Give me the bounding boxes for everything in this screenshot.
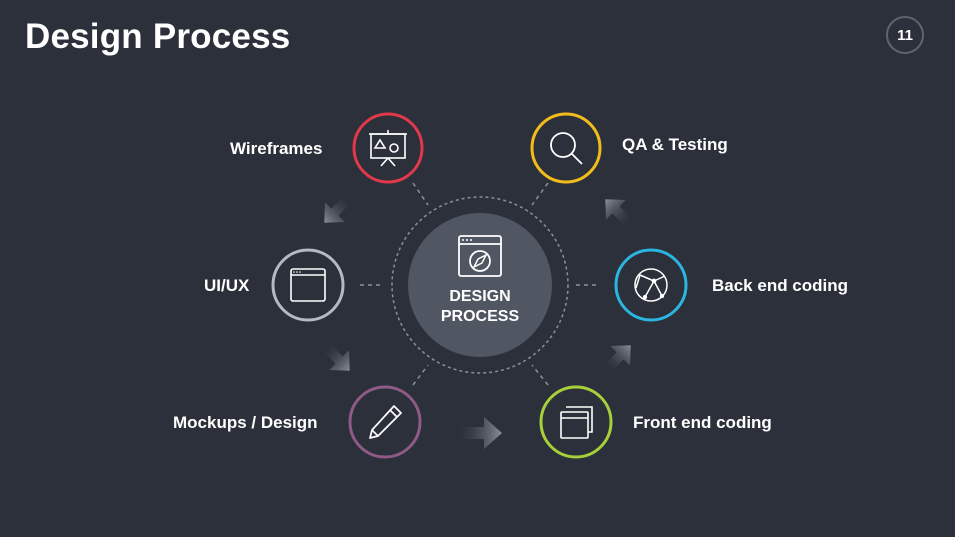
label-wireframes: Wireframes <box>230 139 323 158</box>
label-frontend-coding: Front end coding <box>633 413 772 432</box>
center-label: DESIGN PROCESS <box>410 287 550 327</box>
slide-title: Design Process <box>25 17 291 56</box>
node-qa-testing <box>530 112 602 184</box>
node-backend-coding <box>614 248 688 322</box>
arrow-backend-to-qa <box>605 199 633 227</box>
node-wireframes <box>352 112 424 184</box>
connector-lines <box>360 182 600 386</box>
presentation-board-icon <box>369 130 407 167</box>
browser-compass-icon <box>458 235 502 277</box>
arrow-uiux-to-mockups <box>322 343 350 371</box>
browser-window-icon <box>290 268 326 302</box>
center-label-line2: PROCESS <box>440 308 520 325</box>
flow-arrows <box>322 195 633 449</box>
center-label-line1: DESIGN <box>449 288 511 305</box>
center-hub <box>408 213 552 357</box>
label-backend-coding: Back end coding <box>712 276 849 295</box>
arrow-frontend-to-backend <box>603 345 631 373</box>
dashed-ring <box>391 196 569 374</box>
node-uiux <box>271 248 345 322</box>
globe-network-icon <box>634 268 668 302</box>
label-qa-testing: QA & Testing <box>622 135 728 154</box>
node-frontend-coding <box>539 385 613 459</box>
label-uiux: UI/UX <box>204 276 250 295</box>
stacked-windows-icon <box>560 406 593 439</box>
pencil-icon <box>369 405 402 439</box>
page-number-badge: 11 <box>886 16 924 54</box>
arrow-wireframes-to-uiux <box>324 195 352 223</box>
node-mockups-design <box>348 385 422 459</box>
label-mockups-design: Mockups / Design <box>173 413 318 432</box>
arrow-mockups-to-frontend <box>458 417 502 449</box>
magnifier-icon <box>550 132 583 165</box>
